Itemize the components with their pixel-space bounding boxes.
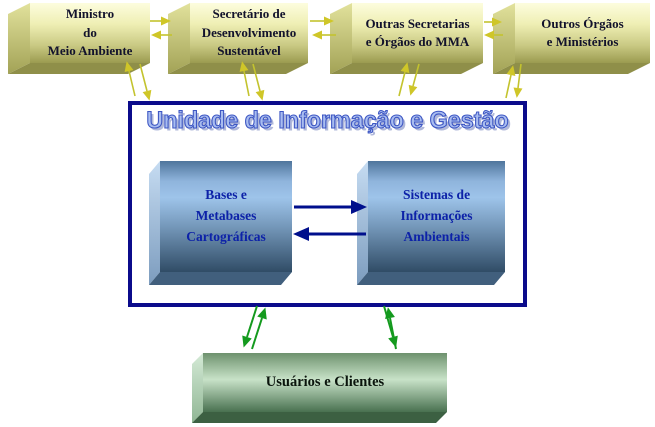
arrow-pair-central-usuarios-right — [383, 305, 398, 350]
node-bases-metabases — [149, 161, 292, 285]
node-secretario — [168, 3, 308, 74]
node-secretario-label: Secretário de Desenvolvimento Sustentáve… — [201, 6, 297, 59]
node-sistemas-informacoes-label: Sistemas de Informações Ambientais — [400, 187, 473, 244]
node-secretario-shape — [168, 3, 308, 74]
node-bases-metabases-shape — [149, 161, 292, 285]
node-outros-orgaos-shape — [493, 3, 650, 74]
node-usuarios-clientes-shape — [192, 353, 447, 423]
central-unit-title: Unidade de Informação e Gestão — [146, 106, 509, 134]
arrow-pair-central-usuarios-left — [242, 305, 267, 350]
node-sistemas-informacoes-shape — [357, 161, 505, 285]
node-usuarios-clientes-label: Usuários e Clientes — [265, 374, 385, 390]
node-outras-secretarias-label: Outras Secretarias e Órgãos do MMA — [365, 15, 470, 49]
node-ministro — [8, 3, 150, 74]
node-usuarios-clientes — [192, 353, 447, 423]
node-ministro-label: Ministro do Meio Ambiente — [47, 6, 133, 59]
node-ministro-shape — [8, 3, 150, 74]
node-outros-orgaos — [493, 3, 650, 74]
node-sistemas-informacoes — [357, 161, 505, 285]
node-bases-metabases-label: Bases e Metabases Cartográficas — [186, 187, 266, 244]
node-outros-orgaos-label: Outros Órgãos e Ministérios — [541, 15, 624, 49]
